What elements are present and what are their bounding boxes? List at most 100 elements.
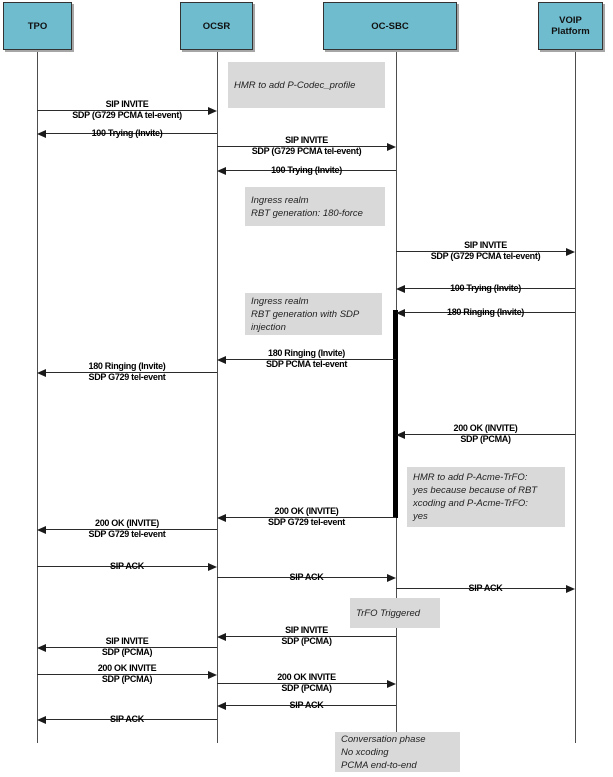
note-text-line: Ingress realm [251,295,309,307]
arrowhead-left-icon [37,715,46,724]
note-text-line: HMR to add P-Codec_profile [234,79,356,91]
message-line-voip-ocsbc [404,434,575,435]
arrowhead-left-icon [37,368,46,377]
message-text-line: SDP G729 tel-event [88,372,166,382]
arrowhead-left-icon [37,525,46,534]
message-text-line: SDP PCMA tel-event [265,359,348,369]
actor-box-ocsr: OCSR [180,2,253,50]
note-text-line: yes because because of RBT [413,485,538,496]
message-label: SIP ACK [469,583,503,594]
arrowhead-right-icon [566,247,575,256]
note-hmr-p-acme-trfo: HMR to add P-Acme-TrFO: yes because becau… [407,467,565,527]
message-text-line: SDP (PCMA) [281,636,332,646]
arrowhead-right-icon [566,584,575,593]
message-line-ocsr-tpo [45,647,217,648]
message-line-ocsbc-ocsr [225,170,396,171]
message-text-line: SIP INVITE [105,99,149,109]
arrowhead-left-icon [217,513,226,522]
message-label: 100 Trying (Invite) [450,283,521,294]
arrowhead-left-icon [37,643,46,652]
message-line-ocsbc-voip [396,588,567,589]
message-label: 180 Ringing (Invite)SDP G729 tel-event [88,361,165,383]
message-line-ocsr-tpo [45,133,217,134]
note-trfo-triggered: TrFO Triggered [350,598,440,628]
arrowhead-left-icon [396,430,405,439]
message-line-voip-ocsbc [404,288,575,289]
message-text-line: 200 OK (INVITE) [94,518,160,528]
arrowhead-left-icon [217,701,226,710]
arrowhead-left-icon [37,129,46,138]
message-line-voip-ocsbc [404,312,575,313]
arrowhead-left-icon [396,284,405,293]
message-text-line: SDP (PCMA) [460,434,511,444]
arrowhead-right-icon [208,106,217,115]
note-text-line: No xcoding [341,746,389,758]
message-line-tpo-ocsr [37,566,209,567]
message-line-ocsbc-voip [396,251,567,252]
message-text-line: SDP (G729 PCMA tel-event) [72,110,182,120]
message-label: 100 Trying (Invite) [92,128,163,139]
message-text-line: SIP ACK [110,713,144,724]
message-label: SIP ACK [110,714,144,725]
lifeline-tpo [37,50,38,743]
message-text-line: SDP G729 tel-event [268,517,345,527]
message-text-line: 200 OK (INVITE) [453,423,518,433]
actor-box-tpo: TPO [3,2,72,50]
message-line-ocsbc-ocsr [225,636,396,637]
arrowhead-right-icon [387,679,396,688]
message-label: SIP ACK [290,572,324,583]
message-text-line: SIP INVITE [285,135,328,145]
message-text-line: SIP ACK [289,699,324,710]
message-line-tpo-ocsr [37,674,209,675]
activation-bar-ocsbc [393,310,398,518]
message-text-line: SDP (PCMA) [281,683,332,693]
lifeline-voip [575,50,576,743]
message-text-line: SIP ACK [110,560,144,571]
message-label: 100 Trying (Invite) [271,165,342,176]
message-text-line: SIP ACK [289,571,324,582]
message-label: 200 OK (INVITE)SDP G729 tel-event [268,506,345,528]
message-label: 180 Ringing (Invite)SDP PCMA tel-event [266,348,347,370]
actor-label-ocsbc: OC-SBC [371,20,409,32]
note-hmr-p-codec-profile: HMR to add P-Codec_profile [228,62,385,108]
arrowhead-left-icon [217,166,226,175]
note-text-line: RBT generation with SDP [251,308,360,320]
message-text-line: 180 Ringing (Invite) [267,348,345,358]
note-text-line: PCMA end-to-end [341,759,417,771]
arrowhead-left-icon [217,632,226,641]
message-label: SIP ACK [290,700,324,711]
actor-box-voip: VOIP Platform [538,2,603,50]
message-text-line: 200 OK INVITE [277,672,336,682]
message-line-ocsbc-ocsr [225,705,396,706]
note-text-line: RBT generation: 180-force [251,207,363,219]
message-line-ocsr-ocsbc [217,577,388,578]
message-text-line: SDP (G729 PCMA tel-event) [251,146,362,156]
note-text-line: TrFO Triggered [356,607,421,619]
actor-label-voip: VOIP Platform [551,15,590,37]
message-text-line: SDP (G729 PCMA tel-event) [430,251,541,261]
message-text-line: SIP INVITE [105,636,149,646]
message-text-line: 180 Ringing (Invite) [88,361,166,371]
message-label: 200 OK (INVITE)SDP (PCMA) [453,423,517,445]
arrowhead-right-icon [387,573,396,582]
message-line-ocsbc-ocsr [225,517,396,518]
message-text-line: SIP INVITE [285,625,328,635]
message-text-line: 100 Trying (Invite) [271,164,342,175]
note-text-line: HMR to add P-Acme-TrFO: [413,472,528,483]
message-line-ocsr-tpo [45,372,217,373]
message-line-ocsr-ocsbc [217,146,388,147]
actor-box-ocsbc: OC-SBC [323,2,457,50]
message-text-line: 200 OK INVITE [97,663,157,673]
message-line-ocsbc-ocsr [225,359,396,360]
message-text-line: SDP (PCMA) [101,674,153,684]
